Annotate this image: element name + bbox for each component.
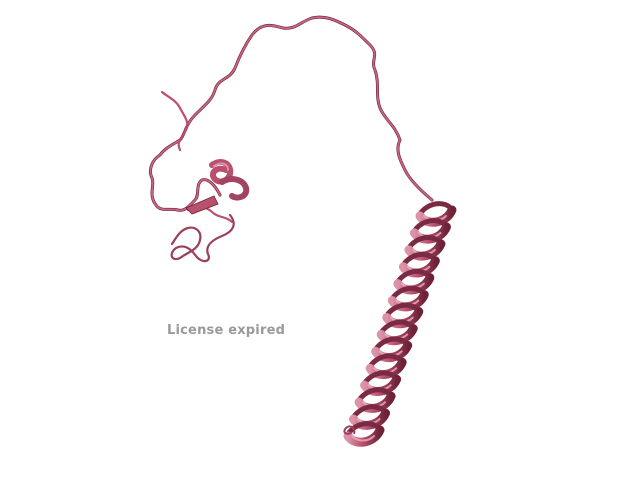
helix-turn-highlight — [351, 435, 375, 442]
short-helix — [185, 159, 250, 215]
coil-loop-outline — [148, 15, 434, 212]
short-helix-turn — [219, 176, 250, 201]
coil-loop — [148, 15, 434, 263]
long-helix — [343, 201, 457, 447]
short-helix-arrow — [185, 195, 219, 215]
license-expired-watermark: License expired — [167, 323, 286, 338]
short-helix-highlight — [213, 162, 229, 171]
helix-turn-front — [343, 425, 385, 447]
coil-loop-body — [149, 16, 433, 212]
c-terminal-tail — [343, 425, 356, 435]
n-terminal-tail — [160, 90, 189, 152]
lower-loop — [170, 213, 235, 263]
